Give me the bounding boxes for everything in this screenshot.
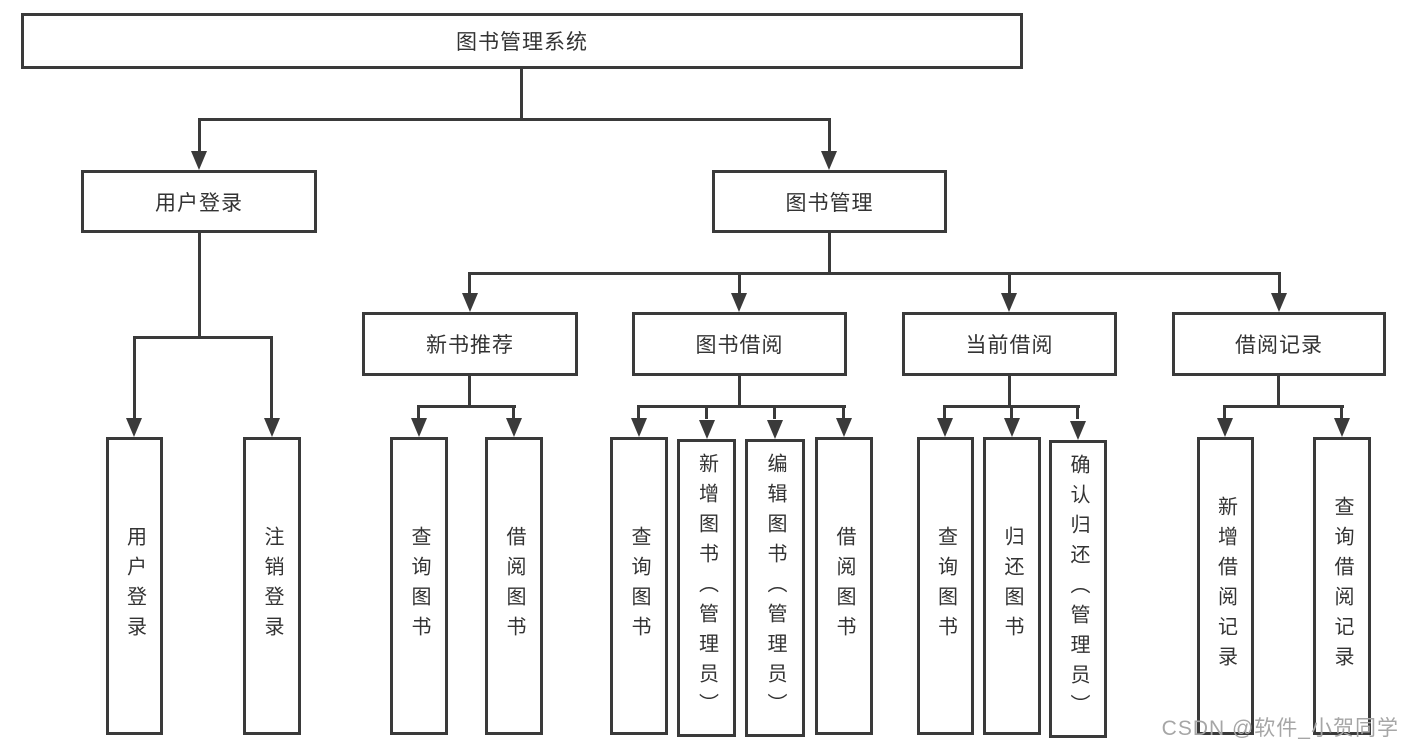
arrow-down-icon xyxy=(1271,293,1287,312)
arrow-down-icon xyxy=(1001,293,1017,312)
connector-line xyxy=(738,376,741,405)
connector-line xyxy=(468,376,471,405)
leaf-logout: 注销登录 xyxy=(243,437,301,735)
arrow-down-icon xyxy=(1217,418,1233,437)
connector-line xyxy=(520,69,523,118)
leaf-bb-edit-books-admin: 编辑图书（管理员） xyxy=(745,439,805,737)
leaf-cb-return-books: 归还图书 xyxy=(983,437,1041,735)
connector-line xyxy=(828,118,831,152)
node-book-management: 图书管理 xyxy=(712,170,947,233)
arrow-down-icon xyxy=(264,418,280,437)
connector-line xyxy=(417,405,420,419)
connector-line xyxy=(773,405,776,419)
connector-line xyxy=(943,405,946,419)
connector-line xyxy=(418,405,516,408)
connector-line xyxy=(468,272,471,296)
leaf-user-login: 用户登录 xyxy=(106,437,163,735)
arrow-down-icon xyxy=(836,418,852,437)
leaf-br-query-record: 查询借阅记录 xyxy=(1313,437,1371,735)
node-user-login: 用户登录 xyxy=(81,170,317,233)
arrow-down-icon xyxy=(699,420,715,439)
connector-line xyxy=(1223,405,1226,419)
csdn-watermark: CSDN @软件_小贺同学 xyxy=(1161,717,1399,740)
node-current-borrow: 当前借阅 xyxy=(902,312,1117,376)
connector-line xyxy=(198,118,831,121)
arrow-down-icon xyxy=(937,418,953,437)
connector-line xyxy=(133,336,273,339)
node-new-book-recommend: 新书推荐 xyxy=(362,312,578,376)
node-borrow-records: 借阅记录 xyxy=(1172,312,1386,376)
connector-line xyxy=(1008,376,1011,405)
node-root: 图书管理系统 xyxy=(21,13,1023,69)
arrow-down-icon xyxy=(821,151,837,170)
connector-line xyxy=(1277,376,1280,405)
leaf-br-add-record: 新增借阅记录 xyxy=(1197,437,1254,735)
connector-line xyxy=(638,405,846,408)
connector-line xyxy=(198,233,201,336)
leaf-bb-borrow-books: 借阅图书 xyxy=(815,437,873,735)
connector-line xyxy=(1224,405,1344,408)
arrow-down-icon xyxy=(1070,421,1086,440)
arrow-down-icon xyxy=(126,418,142,437)
connector-line xyxy=(133,336,136,419)
connector-line xyxy=(828,233,831,272)
arrow-down-icon xyxy=(462,293,478,312)
arrow-down-icon xyxy=(731,293,747,312)
connector-line xyxy=(1278,272,1281,296)
connector-line xyxy=(705,405,708,419)
leaf-cb-confirm-return-admin: 确认归还（管理员） xyxy=(1049,440,1107,738)
arrow-down-icon xyxy=(631,418,647,437)
connector-line xyxy=(512,405,515,419)
arrow-down-icon xyxy=(1004,418,1020,437)
leaf-cb-query-books: 查询图书 xyxy=(917,437,974,735)
leaf-rec-query-books: 查询图书 xyxy=(390,437,448,735)
leaf-bb-add-books-admin: 新增图书（管理员） xyxy=(677,439,736,737)
node-book-borrow: 图书借阅 xyxy=(632,312,847,376)
connector-line xyxy=(738,272,741,296)
connector-line xyxy=(1010,405,1013,419)
connector-line xyxy=(637,405,640,419)
connector-line xyxy=(842,405,845,419)
arrow-down-icon xyxy=(1334,418,1350,437)
arrow-down-icon xyxy=(411,418,427,437)
arrow-down-icon xyxy=(767,420,783,439)
connector-line xyxy=(1076,405,1079,419)
connector-line xyxy=(270,336,273,419)
arrow-down-icon xyxy=(506,418,522,437)
leaf-rec-borrow-books: 借阅图书 xyxy=(485,437,543,735)
arrow-down-icon xyxy=(191,151,207,170)
connector-line xyxy=(198,118,201,152)
connector-line xyxy=(1008,272,1011,296)
connector-line xyxy=(469,272,1281,275)
leaf-bb-query-books: 查询图书 xyxy=(610,437,668,735)
connector-line xyxy=(1340,405,1343,419)
